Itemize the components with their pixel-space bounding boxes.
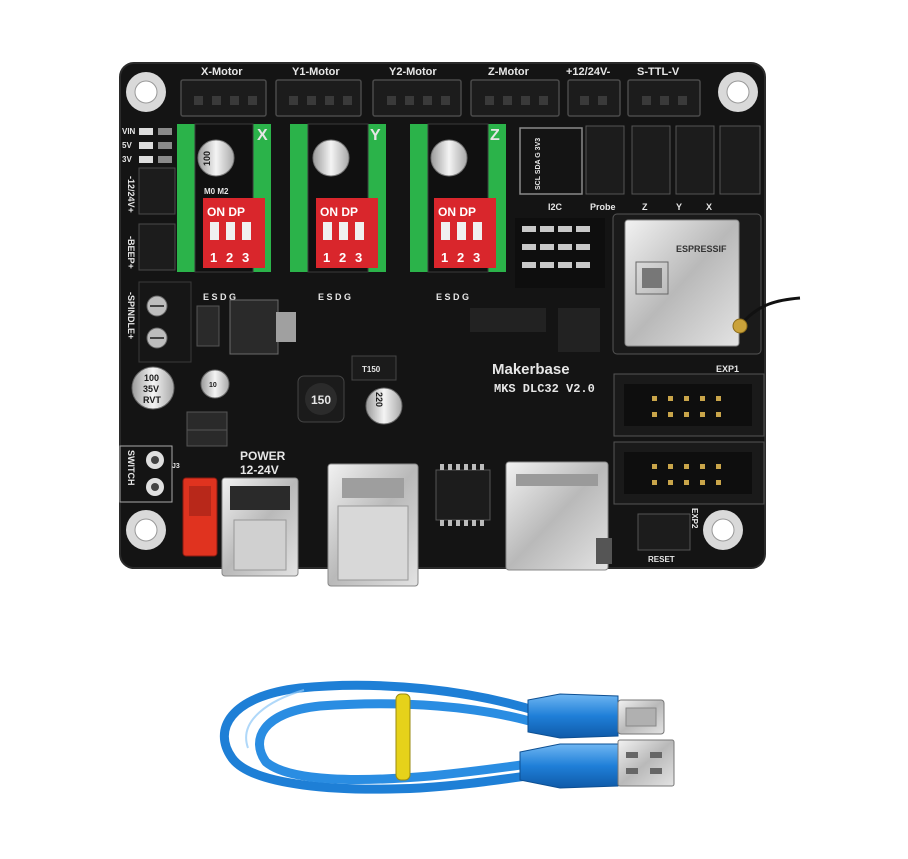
svg-text:J3: J3	[172, 463, 180, 470]
svg-text:3V: 3V	[122, 155, 132, 164]
label-limit-z: Z	[642, 202, 648, 212]
label-y1-motor: Y1-Motor	[292, 66, 340, 78]
label-side-power: -12/24V+	[126, 176, 136, 213]
switch-pads: SWITCH J3	[119, 445, 180, 503]
usb-serial-chip	[435, 469, 491, 521]
svg-text:ON DP: ON DP	[320, 205, 358, 219]
svg-text:2: 2	[457, 250, 464, 265]
label-i2c: I2C	[548, 202, 563, 212]
label-z-motor: Z-Motor	[488, 66, 530, 78]
logic-area: Makerbase MKS DLC32 V2.0	[470, 218, 605, 396]
label-power: POWER	[240, 449, 286, 463]
svg-text:1: 1	[323, 250, 330, 265]
brand-makerbase: Makerbase	[492, 361, 570, 378]
power-section: 100 35V RVT 10 150 220 T150 POWER 12-24V	[131, 299, 403, 477]
svg-text:VIN: VIN	[122, 127, 136, 136]
esp32-module: ESPRESSIF EXP1	[612, 213, 801, 374]
svg-text:M0 M2: M0 M2	[204, 187, 229, 196]
microsd-slot	[505, 461, 612, 571]
svg-text:5V: 5V	[122, 141, 132, 150]
cable-tie	[395, 693, 411, 781]
mounting-holes	[126, 72, 758, 550]
model-name: MKS DLC32 V2.0	[494, 382, 595, 396]
svg-text:1: 1	[210, 250, 217, 265]
label-power-voltage: 12-24V	[240, 463, 279, 477]
dc-power-jack	[221, 477, 299, 577]
svg-text:E S D G: E S D G	[203, 292, 236, 302]
antenna-wire	[743, 296, 801, 322]
inductor-label: 150	[311, 393, 331, 407]
svg-text:2: 2	[226, 250, 233, 265]
power-rocker-switch	[182, 477, 218, 557]
label-power-12-24v: +12/24V-	[566, 66, 611, 78]
label-beep: -BEEP+	[126, 236, 136, 269]
stepper-driver-x: ON DP 1 2 3 M0 M2 100 X E S D G	[177, 123, 271, 302]
usb-a-plug	[519, 739, 675, 789]
svg-text:SCL SDA G 3V3: SCL SDA G 3V3	[535, 138, 542, 190]
axis-letter-z: Z	[490, 127, 500, 144]
svg-text:2: 2	[339, 250, 346, 265]
stepper-driver-y: ON DP 1 2 3 Y E S D G	[290, 123, 386, 302]
exp2-header: EXP2	[613, 441, 765, 529]
espressif-label: ESPRESSIF	[676, 244, 727, 254]
side-power-connector	[138, 167, 176, 215]
svg-text:35V: 35V	[143, 384, 159, 394]
svg-text:3: 3	[355, 250, 362, 265]
label-y2-motor: Y2-Motor	[389, 66, 437, 78]
axis-letter-y: Y	[370, 127, 381, 144]
svg-text:E S D G: E S D G	[318, 292, 351, 302]
usb-b-plug	[527, 693, 665, 739]
svg-text:10: 10	[209, 382, 217, 389]
spindle-terminal	[138, 281, 192, 363]
svg-text:E S D G: E S D G	[436, 292, 469, 302]
svg-text:220: 220	[374, 392, 384, 407]
svg-text:3: 3	[473, 250, 480, 265]
label-probe: Probe	[590, 202, 616, 212]
svg-text:T150: T150	[362, 365, 381, 374]
svg-text:EXP2: EXP2	[690, 508, 699, 529]
svg-text:1: 1	[441, 250, 448, 265]
beep-connector	[138, 223, 176, 271]
svg-text:100: 100	[202, 151, 212, 166]
motor-connectors	[180, 79, 701, 117]
svg-text:100: 100	[144, 373, 159, 383]
axis-letter-x: X	[257, 127, 268, 144]
controller-board: X-Motor Y1-Motor Y2-Motor Z-Motor +12/24…	[119, 62, 801, 587]
svg-text:SWITCH: SWITCH	[126, 450, 136, 486]
usb-cable	[219, 680, 675, 794]
svg-text:RVT: RVT	[143, 395, 161, 405]
io-header-area: I2C SCL SDA G 3V3 Probe Z Y X	[519, 125, 761, 212]
svg-text:ON DP: ON DP	[438, 205, 476, 219]
reset-connector	[637, 513, 691, 551]
label-s-ttl-v: S-TTL-V	[637, 66, 680, 78]
power-rail-indicators: VIN 5V 3V	[122, 127, 172, 164]
label-reset: RESET	[648, 555, 675, 564]
label-exp1: EXP1	[716, 364, 739, 374]
stepper-driver-z: ON DP 1 2 3 Z E S D G	[410, 123, 506, 302]
label-spindle: -SPINDLE+	[126, 292, 136, 339]
exp1-header	[613, 373, 765, 437]
svg-text:ON DP: ON DP	[207, 205, 245, 219]
svg-text:3: 3	[242, 250, 249, 265]
label-limit-y: Y	[676, 202, 682, 212]
usb-b-port	[327, 463, 419, 587]
label-x-motor: X-Motor	[201, 66, 243, 78]
label-limit-x: X	[706, 202, 712, 212]
